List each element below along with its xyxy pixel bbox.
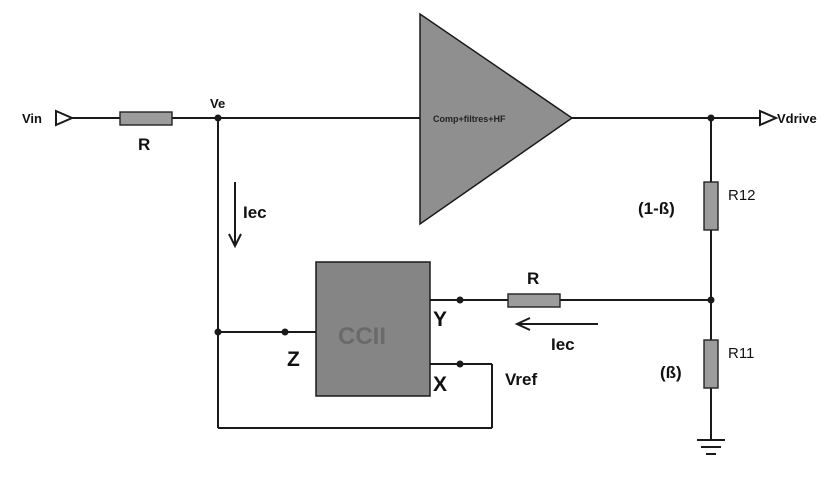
junction-out (707, 114, 715, 122)
input-resistor (119, 111, 173, 126)
input-label: Vin (22, 111, 42, 126)
junction-z (214, 328, 222, 336)
output-label: Vdrive (777, 111, 817, 126)
r11-resistor (703, 339, 719, 389)
pin-y-dot (456, 296, 464, 304)
feedback-resistor (507, 293, 561, 308)
feedback-resistor-label: R (527, 269, 539, 288)
node-ve-label: Ve (210, 96, 225, 111)
pin-z-dot (281, 328, 289, 336)
ccii-block (315, 261, 431, 397)
r11-ratio: (ß) (660, 363, 682, 382)
junction-ve (214, 114, 222, 122)
r12-name: R12 (728, 187, 756, 204)
pin-y-label: Y (433, 308, 447, 331)
current-down-label: Iec (243, 203, 267, 222)
ground-icon (697, 439, 725, 455)
pin-z-label: Z (287, 348, 300, 371)
pin-x-dot (456, 360, 464, 368)
current-left-label: Iec (551, 335, 575, 354)
current-arrow-left-icon (514, 317, 598, 331)
amplifier-label: Comp+filtres+HF (433, 114, 506, 124)
r12-ratio: (1-ß) (638, 199, 675, 218)
output-port-icon (759, 109, 779, 127)
pin-x-label: X (433, 373, 447, 396)
ccii-label: CCII (338, 323, 386, 350)
junction-divider (707, 296, 715, 304)
r11-name: R11 (728, 345, 754, 362)
input-port-icon (55, 109, 75, 127)
amplifier-block (419, 12, 574, 226)
wires (72, 117, 760, 440)
r12-resistor (703, 181, 719, 231)
input-resistor-label: R (138, 135, 150, 154)
vref-label: Vref (505, 370, 537, 389)
current-arrow-down-icon (228, 182, 242, 249)
